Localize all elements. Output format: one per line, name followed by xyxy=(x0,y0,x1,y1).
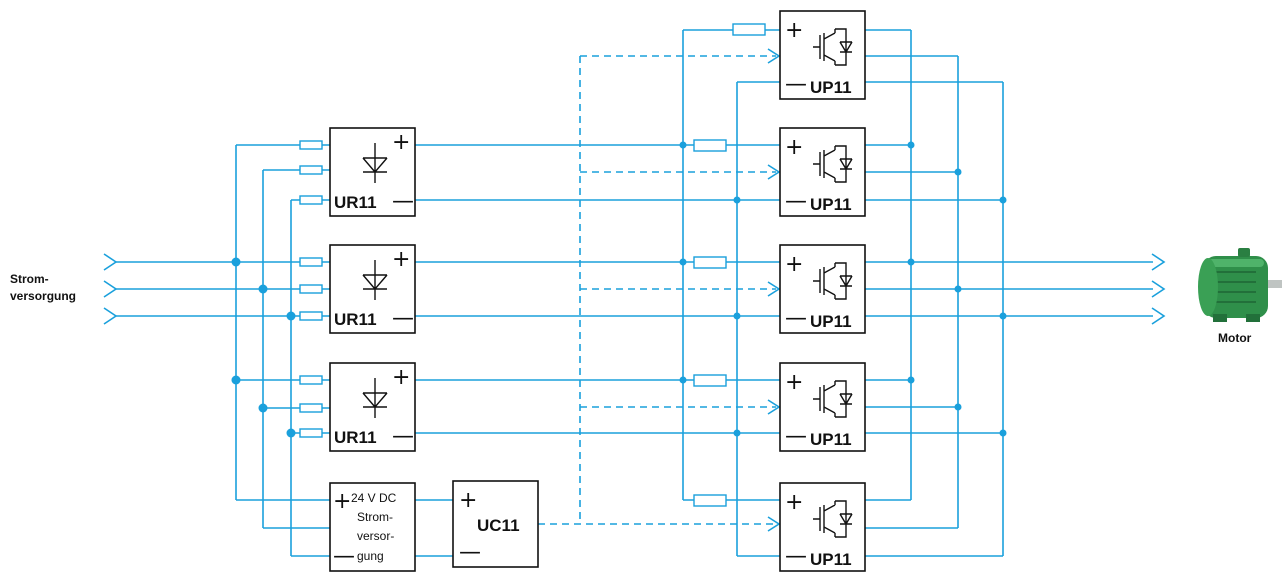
minus-sign: — xyxy=(333,544,355,569)
inverter-label: UP11 xyxy=(810,430,852,449)
input-feed xyxy=(103,253,330,325)
psu-label-line2: Strom- xyxy=(357,510,393,524)
rectifier-ur11-1: + UR11 — xyxy=(329,127,416,217)
plus-sign: + xyxy=(785,252,803,277)
phase-buses xyxy=(231,144,330,557)
plus-sign: + xyxy=(785,135,803,160)
inverter-up11-2: + — UP11 xyxy=(779,127,866,217)
plus-sign: + xyxy=(785,370,803,395)
plus-sign: + xyxy=(785,18,803,43)
minus-sign: — xyxy=(785,544,807,569)
minus-sign: — xyxy=(392,424,414,449)
input-label-line1: Strom- xyxy=(10,272,49,286)
psu-label-line3: versor- xyxy=(357,529,394,543)
dc-fuses xyxy=(693,23,766,507)
inverter-up11-4: + — UP11 xyxy=(779,362,866,452)
psu-24v-dc: + 24 V DC Strom- versor- — gung xyxy=(329,482,416,572)
input-fuses xyxy=(299,140,323,438)
input-label-line2: versorgung xyxy=(10,289,76,303)
plus-sign: + xyxy=(333,489,351,514)
plus-sign: + xyxy=(785,490,803,515)
minus-sign: — xyxy=(392,189,414,214)
rectifier-ur11-3: + UR11 — xyxy=(329,362,416,452)
inverter-label: UP11 xyxy=(810,195,852,214)
inverter-up11-1: + — UP11 xyxy=(779,10,866,100)
rectifier-label: UR11 xyxy=(334,428,377,447)
motor-label: Motor xyxy=(1218,331,1252,345)
minus-sign: — xyxy=(392,306,414,331)
plus-sign: + xyxy=(459,488,477,513)
inverter-label: UP11 xyxy=(810,312,852,331)
psu-label-line4: gung xyxy=(357,549,384,563)
inverter-up11-5: + — UP11 xyxy=(779,482,866,572)
minus-sign: — xyxy=(785,424,807,449)
plus-sign: + xyxy=(392,247,410,272)
minus-sign: — xyxy=(459,540,481,565)
inverter-label: UP11 xyxy=(810,78,852,97)
plus-sign: + xyxy=(392,130,410,155)
minus-sign: — xyxy=(785,189,807,214)
rectifier-ur11-2: + UR11 — xyxy=(329,244,416,334)
control-lines xyxy=(538,48,781,532)
output-bus xyxy=(865,29,1166,557)
plus-sign: + xyxy=(392,365,410,390)
motor-icon xyxy=(1198,248,1282,322)
rectifier-label: UR11 xyxy=(334,310,377,329)
controller-label: UC11 xyxy=(477,516,520,535)
psu-label-line1: 24 V DC xyxy=(351,491,397,505)
rectifier-label: UR11 xyxy=(334,193,377,212)
controller-uc11: + UC11 — xyxy=(452,480,539,568)
inverter-label: UP11 xyxy=(810,550,852,569)
minus-sign: — xyxy=(785,306,807,331)
dc-bus xyxy=(415,29,780,557)
minus-sign: — xyxy=(785,72,807,97)
inverter-up11-3: + — UP11 xyxy=(779,244,866,334)
